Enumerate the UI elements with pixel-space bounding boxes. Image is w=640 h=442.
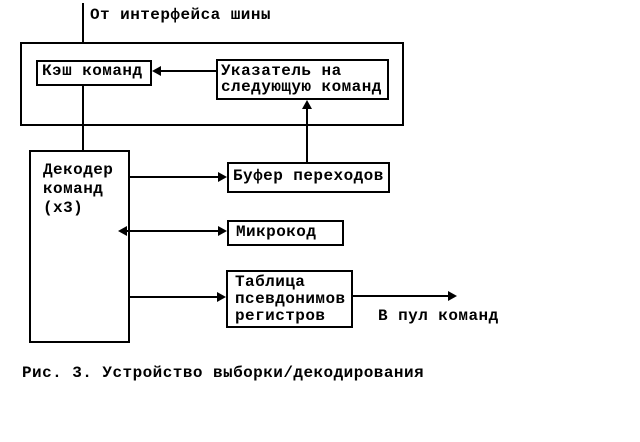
- instruction-cache-label: Кэш команд: [42, 62, 143, 80]
- connector-bus-to-cache-line: [82, 3, 84, 53]
- branch-buffer-box: Буфер переходов: [227, 162, 390, 193]
- decoder-label-line3: (x3): [43, 199, 84, 217]
- figure-caption: Рис. 3. Устройство выборки/декодирования: [22, 364, 425, 382]
- decoder-label-line2: команд: [43, 180, 104, 198]
- instruction-decoder-box: Декодер команд (x3): [29, 150, 130, 343]
- arrowhead-left-into-decoder-icon: [118, 226, 127, 236]
- bus-input-label: От интерфейса шины: [90, 6, 271, 24]
- instruction-pool-label: В пул команд: [378, 307, 499, 325]
- decoder-label-line1: Декодер: [43, 161, 114, 179]
- branch-buffer-label: Буфер переходов: [233, 167, 384, 185]
- arrowhead-right-into-microcode-icon: [218, 226, 227, 236]
- next-instruction-pointer-box: Указатель на следующую команд: [216, 59, 389, 100]
- register-alias-table-box: Таблица псевдонимов регистров: [226, 270, 353, 328]
- alias-table-label-line2: псевдонимов: [235, 290, 346, 308]
- connector-alias-to-pool-line: [353, 295, 449, 297]
- connector-decoder-to-buffer-line: [130, 176, 220, 178]
- microcode-box: Микрокод: [227, 220, 344, 246]
- next-instruction-pointer-label-line2: следующую команд: [221, 78, 382, 96]
- next-instruction-pointer-label-line1: Указатель на: [221, 62, 342, 80]
- arrowhead-left-into-cache-icon: [152, 66, 161, 76]
- connector-decoder-microcode-line: [126, 230, 220, 232]
- arrowhead-right-into-alias-icon: [217, 292, 226, 302]
- alias-table-label-line3: регистров: [235, 307, 326, 325]
- alias-table-label-line1: Таблица: [235, 273, 306, 291]
- arrowhead-right-into-buffer-icon: [218, 172, 227, 182]
- arrowhead-up-into-pointer-icon: [302, 100, 312, 109]
- connector-cache-to-decoder-line: [82, 85, 84, 150]
- microcode-label: Микрокод: [236, 223, 317, 241]
- connector-decoder-to-alias-line: [130, 296, 219, 298]
- connector-buffer-to-pointer-line: [306, 107, 308, 162]
- connector-pointer-to-cache-line: [158, 70, 216, 72]
- arrowhead-right-to-pool-icon: [448, 291, 457, 301]
- instruction-cache-box: Кэш команд: [36, 60, 152, 86]
